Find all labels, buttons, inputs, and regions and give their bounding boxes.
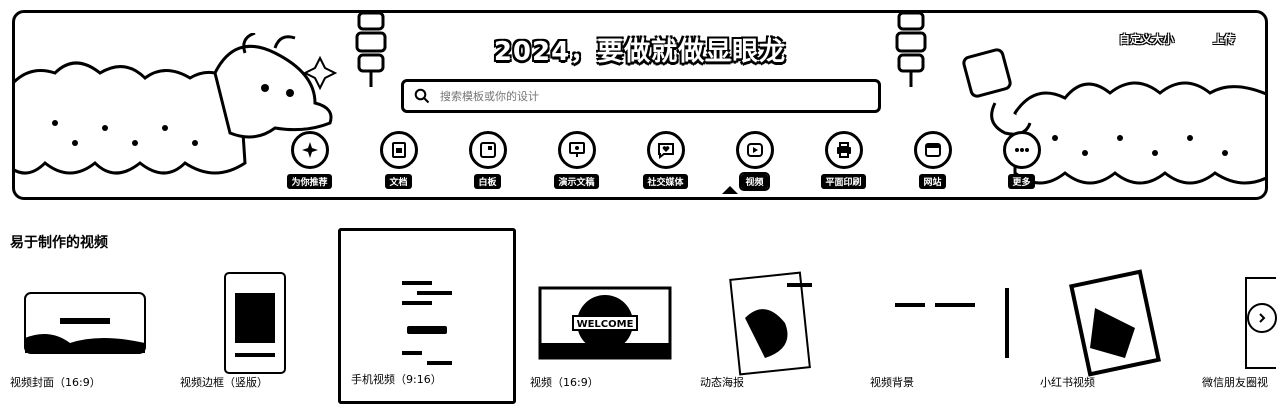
browser-icon	[924, 143, 941, 157]
presentation-icon	[568, 142, 585, 157]
template-thumbnail	[1069, 269, 1161, 377]
category-label: 平面印刷	[821, 174, 866, 189]
template-thumbnail	[880, 288, 1010, 358]
active-category-pointer	[722, 186, 738, 194]
category-presentation[interactable]: 演示文稿	[532, 131, 621, 189]
video-icon	[746, 143, 763, 157]
chevron-right-icon	[1259, 313, 1266, 323]
template-card[interactable]: 视频边框（竖版）	[170, 228, 340, 404]
category-recommended[interactable]: 为你推荐	[265, 131, 354, 189]
category-label: 更多	[1008, 174, 1035, 189]
category-website[interactable]: 网站	[888, 131, 977, 189]
search-icon	[414, 88, 430, 104]
hero-title: 2024，要做就做显眼龙	[493, 37, 787, 67]
template-caption: 动态海报	[700, 376, 744, 389]
template-thumbnail: WELCOME	[538, 286, 672, 360]
template-card[interactable]: 视频背景	[860, 228, 1030, 404]
category-label: 网站	[919, 174, 946, 189]
section-title: 易于制作的视频	[10, 235, 108, 251]
template-thumbnail	[24, 292, 146, 354]
welcome-text: WELCOME	[577, 319, 634, 330]
template-thumbnail	[729, 271, 812, 376]
more-icon	[1014, 148, 1029, 152]
template-thumbnail	[397, 276, 457, 376]
template-card[interactable]: WELCOME 视频（16:9）	[520, 228, 690, 404]
category-label: 为你推荐	[287, 174, 332, 189]
heart-chat-icon	[657, 143, 674, 159]
lantern-decoration-right	[895, 13, 927, 87]
template-caption: 视频边框（竖版）	[180, 376, 268, 389]
category-label: 视频	[739, 172, 770, 191]
template-caption: 小红书视频	[1040, 376, 1095, 389]
category-nav: 为你推荐 文档 白板 演示文稿 社交媒体 视频 平面印刷 网站	[265, 131, 1066, 191]
dragon-illustration-left	[15, 33, 338, 175]
template-card[interactable]: 小红书视频	[1030, 228, 1200, 404]
search-input[interactable]	[438, 88, 862, 104]
category-label: 演示文稿	[554, 174, 599, 189]
category-video[interactable]: 视频	[710, 131, 799, 191]
sparkle-icon	[301, 142, 318, 158]
template-card[interactable]: 视频封面（16:9）	[0, 228, 170, 404]
template-caption: 微信朋友圈视	[1202, 376, 1268, 389]
category-more[interactable]: 更多	[977, 131, 1066, 189]
dragon-illustration-right	[962, 48, 1265, 185]
category-whiteboard[interactable]: 白板	[443, 131, 532, 189]
category-print[interactable]: 平面印刷	[799, 131, 888, 189]
hero-banner: 2024，要做就做显眼龙 自定义大小 上传 为你推荐 文档 白板 演示文稿 社交…	[12, 10, 1268, 200]
upload-link[interactable]: 上传	[1213, 33, 1235, 46]
category-docs[interactable]: 文档	[354, 131, 443, 189]
category-label: 白板	[474, 174, 501, 189]
category-label: 社交媒体	[643, 174, 688, 189]
template-caption: 视频封面（16:9）	[10, 376, 101, 389]
category-social-media[interactable]: 社交媒体	[621, 131, 710, 189]
template-caption: 视频（16:9）	[530, 376, 599, 389]
template-card[interactable]: 动态海报	[690, 228, 860, 404]
template-caption: 视频背景	[870, 376, 914, 389]
printer-icon	[836, 142, 851, 158]
whiteboard-icon	[479, 142, 496, 158]
template-thumbnail	[224, 272, 286, 374]
template-carousel: 视频封面（16:9） 视频边框（竖版） 手机视频（9:16）	[0, 228, 1280, 408]
carousel-next-button[interactable]	[1247, 303, 1277, 333]
document-icon	[391, 142, 406, 158]
template-card-selected[interactable]: 手机视频（9:16）	[338, 228, 516, 404]
category-label: 文档	[385, 174, 412, 189]
lantern-decoration-left	[355, 13, 387, 87]
custom-size-link[interactable]: 自定义大小	[1119, 33, 1174, 46]
template-caption: 手机视频（9:16）	[351, 373, 442, 386]
search-bar[interactable]	[401, 79, 881, 113]
